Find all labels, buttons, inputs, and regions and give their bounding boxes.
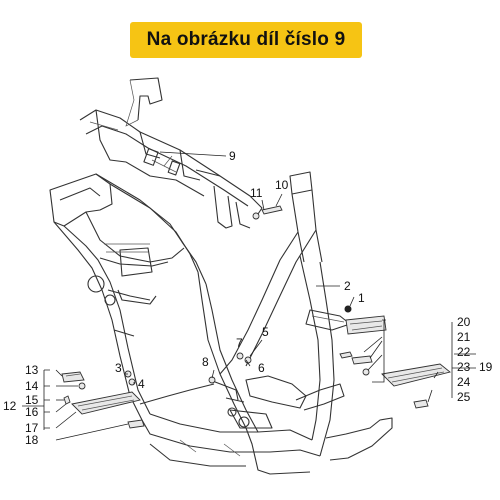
callout-23: 23	[457, 360, 471, 374]
callout-15: 15	[25, 393, 39, 407]
callout-13: 13	[25, 363, 39, 377]
callout-3: 3	[115, 361, 122, 375]
callout-9: 9	[229, 149, 236, 163]
callout-14: 14	[25, 379, 39, 393]
callout-4: 4	[138, 377, 145, 391]
callout-2: 2	[344, 279, 351, 293]
callout-18: 18	[25, 433, 39, 447]
callout-1: 1	[358, 291, 365, 305]
left-footboard-parts	[61, 371, 145, 429]
fasteners	[124, 205, 352, 386]
callout-17: 17	[25, 421, 39, 435]
callout-7: 7	[236, 336, 243, 350]
callout-20: 20	[457, 315, 471, 329]
callout-10: 10	[275, 178, 289, 192]
main-frame	[49, 171, 351, 475]
right-footboard-parts	[325, 315, 451, 461]
callout-25: 25	[457, 390, 471, 404]
callout-6: 6	[258, 361, 265, 375]
callout-11: 11	[250, 186, 263, 200]
callout-5: 5	[262, 325, 269, 339]
callout-8: 8	[202, 355, 209, 369]
upper-frame-bracket	[79, 77, 263, 229]
banner-text: Na obrázku díl číslo 9	[146, 29, 346, 50]
highlight-banner: Na obrázku díl číslo 9	[130, 22, 362, 58]
group-bracket-19	[451, 322, 476, 398]
callout-labels: 9 11 10 2 1 5 7 8 6 3 4 20 21 22 23 19 2…	[3, 149, 493, 447]
callout-22: 22	[457, 345, 471, 359]
leader-lines	[22, 151, 476, 441]
callout-21: 21	[457, 330, 471, 344]
callout-12: 12	[3, 399, 17, 413]
callout-24: 24	[457, 375, 471, 389]
callout-16: 16	[25, 405, 39, 419]
callout-19: 19	[479, 360, 493, 374]
